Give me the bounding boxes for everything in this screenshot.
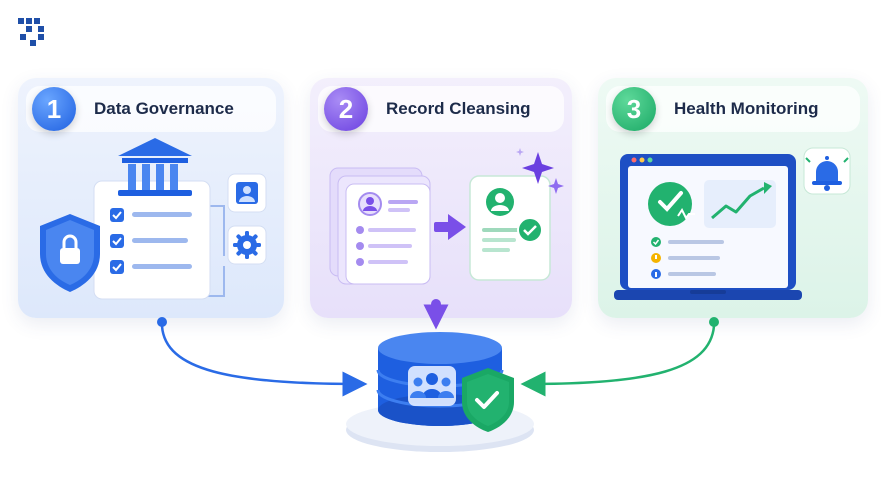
step-title: Health Monitoring: [674, 99, 819, 118]
step-number-badge: 3: [612, 87, 656, 131]
step-title: Data Governance: [94, 99, 234, 118]
trend-chart-icon: [704, 180, 776, 228]
monitoring-illustration: [614, 147, 851, 300]
step-title: Record Cleansing: [386, 99, 531, 118]
clean-record-icon: [469, 175, 551, 281]
connector-monitoring-to-hub: [520, 317, 719, 397]
status-list: [651, 237, 724, 279]
database-icon: [376, 332, 504, 426]
arrow-right-icon: [434, 214, 466, 240]
connector-governance-to-hub: [157, 317, 368, 397]
bell-icon: [803, 147, 851, 195]
step-card-record-cleansing: 2 Record Cleansing: [310, 78, 572, 318]
shield-lock-icon: [40, 214, 100, 292]
checklist-icon: [93, 180, 211, 300]
sparkle-icon: [516, 148, 564, 194]
step-card-health-monitoring: 3 Health Monitoring: [598, 78, 868, 318]
bank-icon: [118, 138, 192, 196]
cleansing-illustration: [329, 148, 564, 285]
step-header: 2 Record Cleansing: [318, 86, 564, 132]
shield-check-icon: [462, 368, 514, 432]
health-check-icon: [648, 182, 695, 226]
step-header: 3 Health Monitoring: [606, 86, 860, 132]
record-stack-icon: [329, 167, 431, 285]
brand-logo: [18, 18, 48, 48]
step-number-badge: 1: [32, 87, 76, 131]
step-number-badge: 2: [324, 87, 368, 131]
step-header: 1 Data Governance: [26, 86, 276, 132]
users-icon: [408, 366, 456, 406]
step-card-data-governance: 1 Data Governance: [18, 78, 284, 318]
gear-icon: [227, 225, 267, 265]
governance-illustration: [40, 138, 267, 300]
user-profile-icon: [227, 173, 267, 213]
